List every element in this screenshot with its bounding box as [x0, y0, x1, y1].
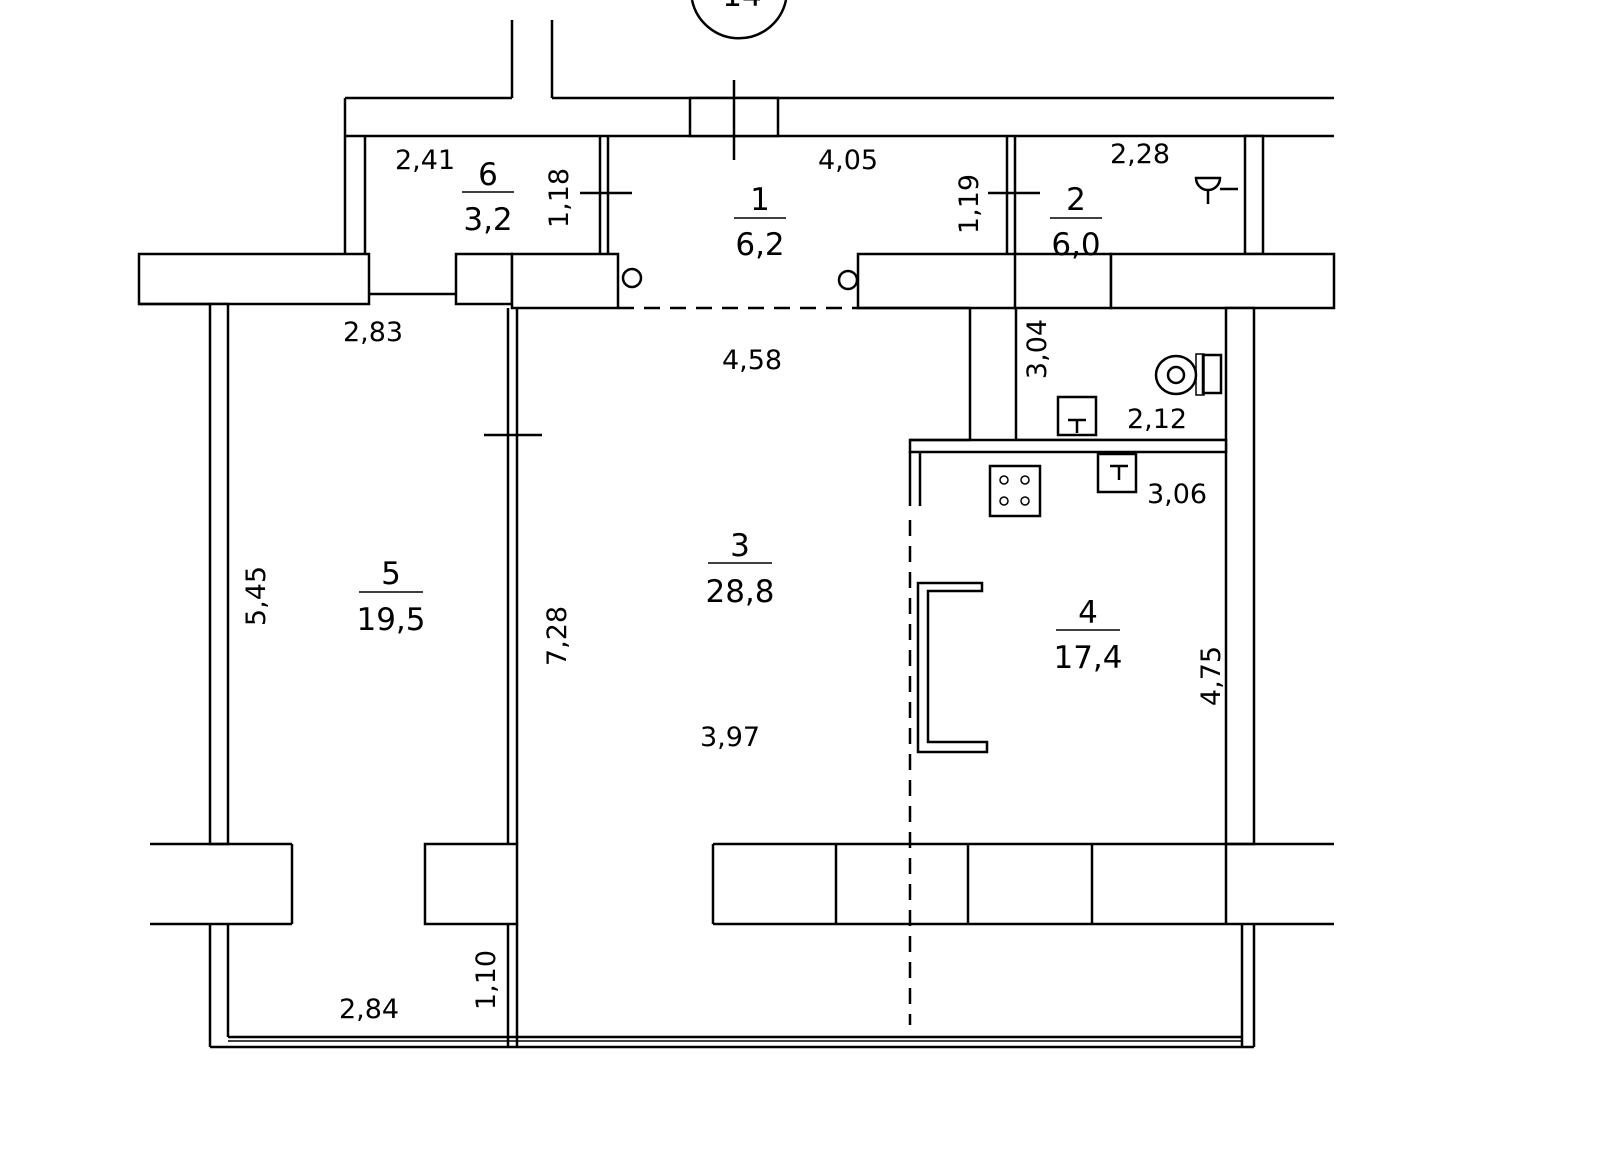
room-1-label: 1 6,2 — [734, 182, 786, 263]
dim-label: 5,45 — [241, 566, 272, 626]
tap-icon — [1194, 176, 1238, 204]
dim-label: 3,06 — [1147, 479, 1207, 510]
dim-label: 2,12 — [1127, 404, 1187, 435]
room-6-area: 3,2 — [463, 202, 512, 238]
room-3-label: 3 28,8 — [705, 528, 774, 610]
room-6-label: 6 3,2 — [462, 157, 514, 238]
room-1-walls — [510, 252, 1018, 310]
room-1-area: 6,2 — [735, 227, 784, 263]
dim-label: 2,83 — [343, 317, 403, 348]
kitchen-sink-icon — [1096, 452, 1138, 494]
room-4-number: 4 — [1078, 595, 1098, 631]
exterior-wall — [150, 842, 1334, 926]
corridor-walls — [343, 20, 1334, 160]
balcony — [208, 924, 1256, 1049]
room-5-walls — [139, 302, 542, 846]
room-2-walls — [988, 134, 1336, 310]
room-2-number: 2 — [1066, 182, 1086, 218]
room-3-area: 28,8 — [705, 574, 774, 610]
dim-label: 4,05 — [818, 145, 878, 176]
dim-label: 2,41 — [395, 145, 455, 176]
room-2-label: 2 6,0 — [1050, 182, 1102, 263]
room-6-number: 6 — [478, 157, 498, 193]
dim-label: 3,04 — [1022, 319, 1053, 379]
room-4-area: 17,4 — [1053, 640, 1122, 676]
room-1-number: 1 — [750, 182, 770, 218]
axis-marker: 14 — [690, 0, 788, 40]
dim-label: 4,58 — [722, 345, 782, 376]
room-4-label: 4 17,4 — [1053, 595, 1122, 676]
bathroom-walls — [1014, 306, 1256, 846]
room-6-walls — [137, 136, 632, 306]
dim-label: 3,97 — [700, 722, 760, 753]
dim-label: 2,84 — [339, 994, 399, 1025]
room-5-number: 5 — [381, 556, 401, 592]
dim-label: 1,10 — [471, 950, 502, 1010]
dim-label: 7,28 — [542, 606, 573, 666]
room-5-area: 19,5 — [356, 602, 425, 638]
room-3-number: 3 — [730, 528, 750, 564]
stove-icon — [988, 464, 1042, 518]
room-3-walls — [858, 306, 972, 442]
room-2-area: 6,0 — [1051, 227, 1100, 263]
room-5-label: 5 19,5 — [356, 556, 425, 638]
toilet-icon — [1154, 353, 1205, 396]
dim-label: 4,75 — [1196, 646, 1227, 706]
axis-marker-label: 14 — [722, 0, 761, 14]
dim-label: 1,19 — [954, 174, 985, 234]
washbasin-icon — [1056, 395, 1098, 437]
kitchen-walls — [908, 438, 1228, 1025]
dim-label: 1,18 — [544, 168, 575, 228]
dim-label: 2,28 — [1110, 139, 1170, 170]
